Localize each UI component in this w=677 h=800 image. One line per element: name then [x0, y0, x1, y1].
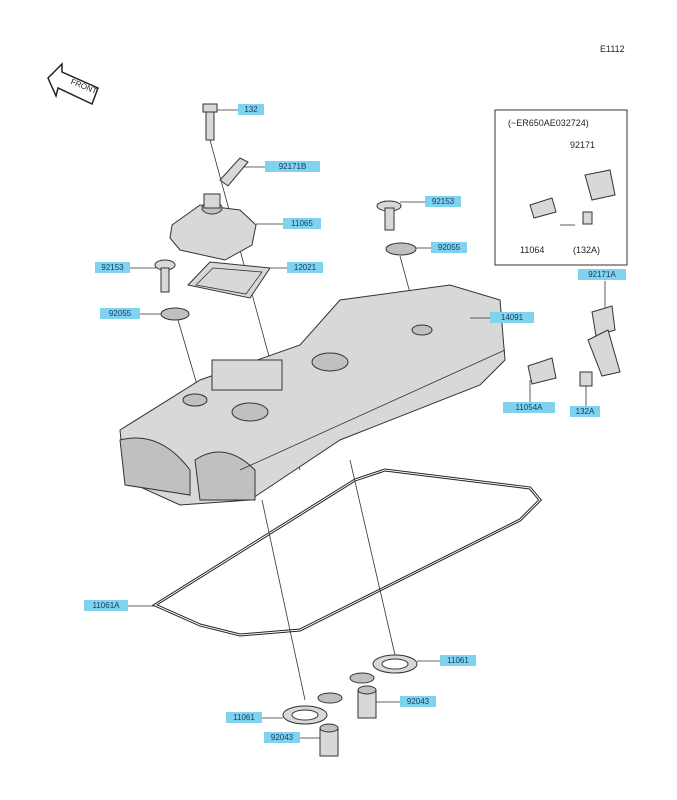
inset-part-1: 92171	[570, 140, 596, 150]
part-label-11061a[interactable]: 11061A	[84, 600, 128, 611]
part-label-12021[interactable]: 12021	[287, 262, 323, 273]
part-label-92153-right[interactable]: 92153	[425, 196, 461, 207]
inset-title: (~ER650AE032724)	[508, 118, 589, 128]
inset-part-2: 11064	[520, 245, 545, 255]
part-label-14091[interactable]: 14091	[490, 312, 534, 323]
part-label-11061-right[interactable]: 11061	[440, 655, 476, 666]
part-label-11065[interactable]: 11065	[283, 218, 321, 229]
diagram-code: E1112	[600, 44, 625, 54]
grommet-92055-right-part	[385, 242, 417, 256]
part-label-92055-right[interactable]: 92055	[431, 242, 467, 253]
grommet-92055-left-part	[160, 307, 190, 321]
bracket-92171a-part	[587, 305, 621, 377]
bolt-92153-left-part	[154, 259, 176, 293]
bracket-11054a-part	[527, 357, 557, 385]
dowel-92043-left-part	[319, 723, 339, 757]
inset-bracket-part	[529, 169, 616, 225]
part-label-92171a[interactable]: 92171A	[578, 269, 626, 280]
bracket-92171b-part	[219, 157, 249, 187]
head-cover-14091-part	[119, 284, 506, 506]
part-label-132a[interactable]: 132A	[570, 406, 600, 417]
seal-11061-right-part	[349, 654, 418, 684]
part-label-92055-left[interactable]: 92055	[100, 308, 140, 319]
part-label-92043-left[interactable]: 92043	[264, 732, 300, 743]
breather-cover-part	[169, 193, 257, 261]
part-label-11054a[interactable]: 11054A	[503, 402, 555, 413]
dowel-92043-right-part	[357, 685, 377, 719]
seal-11061-left-part	[282, 692, 343, 725]
inset-part-3: (132A)	[573, 245, 601, 255]
part-label-11061-left[interactable]: 11061	[226, 712, 262, 723]
bolt-132-part	[202, 103, 218, 141]
front-arrow-icon	[47, 62, 99, 106]
part-label-132[interactable]: 132	[238, 104, 264, 115]
bolt-92153-right-part	[376, 200, 402, 231]
part-label-92043-right[interactable]: 92043	[400, 696, 436, 707]
part-label-92171b[interactable]: 92171B	[265, 161, 320, 172]
plate-12021-part	[187, 261, 271, 299]
part-label-92153-left[interactable]: 92153	[95, 262, 130, 273]
bolt-132a-part	[579, 371, 593, 387]
gasket-11061a-part	[151, 468, 543, 637]
